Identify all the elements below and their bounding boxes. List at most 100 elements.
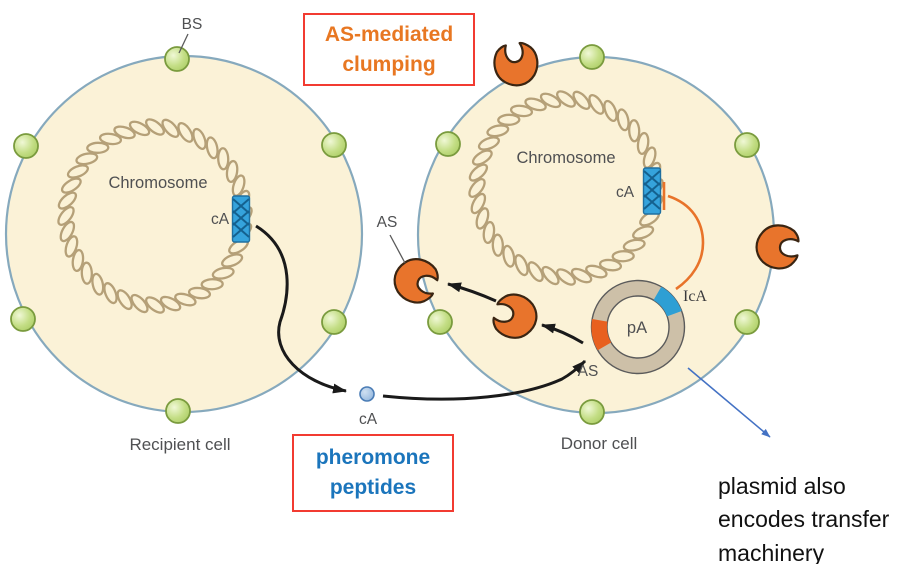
chromosome-rope-link bbox=[482, 220, 496, 245]
as-label-membrane: AS bbox=[377, 214, 398, 231]
bs-dot-icon bbox=[734, 309, 760, 335]
arrow-ca-to-plasmid-as bbox=[382, 359, 587, 401]
ca-gene-segment-recipient bbox=[231, 195, 251, 243]
chromosome-rope-link bbox=[64, 235, 79, 258]
bs-dot-icon bbox=[435, 131, 461, 157]
plasmid-note: plasmid also encodes transfer machinery bbox=[718, 470, 904, 564]
chromosome-rope-link bbox=[468, 178, 486, 198]
ca-label-donor: cA bbox=[616, 184, 635, 201]
chromosome-rope-link bbox=[221, 253, 244, 268]
chromosome-rope-link bbox=[86, 141, 110, 154]
bs-leader-line bbox=[178, 33, 189, 54]
as-mediated-clumping-callout: AS-mediated clumping bbox=[303, 13, 475, 86]
chromosome-rope-link bbox=[128, 120, 151, 137]
bs-dot-icon bbox=[165, 398, 191, 424]
bs-dot-icon bbox=[321, 309, 347, 335]
chromosome-rope-link bbox=[486, 124, 510, 138]
chromosome-rope-link bbox=[598, 258, 623, 272]
pheromone-peptides-callout: pheromone peptides bbox=[292, 434, 454, 512]
chromosome-rope-link bbox=[113, 125, 136, 140]
note-line: machinery bbox=[718, 539, 825, 564]
chromosome-rope-link bbox=[103, 282, 118, 305]
chromosome-rope-link bbox=[60, 177, 82, 194]
chromosome-rope-link bbox=[611, 250, 635, 263]
chromosome-rope-link bbox=[187, 286, 212, 300]
arrow-as-expression bbox=[541, 323, 584, 345]
chromosome-rope-link bbox=[628, 119, 641, 143]
chromosome-rope-link bbox=[145, 296, 165, 314]
as-label-plasmid: AS bbox=[578, 363, 599, 380]
chromosome-rope-link bbox=[211, 266, 235, 280]
chromosome-rope-link bbox=[622, 238, 646, 252]
chromosome-rope-link bbox=[192, 127, 207, 150]
plasmid-pa bbox=[590, 279, 686, 375]
callout-line: pheromone bbox=[315, 446, 431, 470]
chromosome-rope-link bbox=[159, 295, 182, 312]
chromosome-rope-link bbox=[636, 131, 650, 156]
chromosome-label-donor: Chromosome bbox=[516, 149, 615, 167]
as-leader-line bbox=[389, 234, 406, 264]
bs-dot-icon bbox=[579, 44, 605, 70]
plasmid-note-arrow bbox=[687, 367, 771, 438]
chromosome-rope-link bbox=[475, 207, 490, 230]
chromosome-rope-link bbox=[205, 136, 219, 160]
chromosome-rope-link bbox=[477, 136, 500, 151]
chromosome-rope-link bbox=[130, 293, 149, 314]
chromosome-rope-link bbox=[217, 147, 230, 171]
chromosome-rope-link bbox=[491, 233, 504, 257]
chromosome-rope-link bbox=[80, 261, 93, 285]
chromosome-rope-link bbox=[616, 108, 630, 132]
chromosome-rope-link bbox=[66, 164, 89, 179]
chromosome-rope-link bbox=[497, 113, 521, 126]
arrow-ca-secretion bbox=[255, 224, 347, 394]
ica-label: IcA bbox=[683, 288, 707, 305]
ca-gene-segment-donor bbox=[642, 167, 662, 215]
ica-gene-segment bbox=[653, 286, 682, 317]
callout-line: AS-mediated bbox=[324, 22, 454, 46]
ca-label-recipient: cA bbox=[211, 211, 230, 228]
recipient-cell-label: Recipient cell bbox=[129, 435, 230, 454]
chromosome-rope-link bbox=[527, 261, 544, 283]
chromosome-rope-link bbox=[177, 121, 194, 143]
bs-dot-icon bbox=[734, 132, 760, 158]
recipient-cell-membrane bbox=[4, 54, 364, 414]
chromosome-rope-link bbox=[59, 220, 76, 243]
chromosome-rope-link bbox=[471, 149, 493, 166]
callout-line: clumping bbox=[342, 52, 436, 76]
bs-dot-icon bbox=[579, 399, 605, 425]
chromosome-rope-link bbox=[539, 92, 562, 109]
chromosome-rope-link bbox=[603, 99, 618, 122]
ca-label-pheromone: cA bbox=[359, 411, 378, 428]
chromosome-rope-link bbox=[502, 244, 516, 268]
note-line: encodes transfer bbox=[718, 506, 890, 533]
chromosome-rope-link bbox=[57, 206, 75, 226]
chromosome-rope-link bbox=[570, 267, 593, 284]
bs-label: BS bbox=[182, 16, 203, 33]
chromosome-rope-link bbox=[75, 152, 99, 166]
recipient-bs-dots bbox=[10, 46, 347, 424]
chromosome-rope-link bbox=[524, 97, 547, 112]
chromosome-rope-link bbox=[514, 254, 529, 277]
donor-cell-label: Donor cell bbox=[561, 434, 638, 453]
chromosome-rope-link bbox=[225, 159, 239, 184]
bs-dot-icon bbox=[321, 132, 347, 158]
chromosome-rope-link bbox=[116, 289, 133, 311]
chromosome-rope-link bbox=[470, 192, 487, 215]
callout-line: peptides bbox=[329, 476, 417, 499]
chromosome-rope-link bbox=[556, 90, 576, 108]
chromosome-rope-link bbox=[200, 278, 224, 291]
chromosome-rope-link bbox=[572, 90, 591, 110]
chromosome-rope-link bbox=[98, 132, 123, 146]
note-line: plasmid also bbox=[718, 473, 846, 499]
chromosome-rope-link bbox=[585, 264, 608, 279]
bs-dot-icon bbox=[164, 46, 190, 72]
plasmid-inner-ring bbox=[606, 295, 670, 359]
inhibition-line bbox=[662, 182, 705, 291]
chromosome-rope-link bbox=[57, 191, 78, 210]
chromosome-label-recipient: Chromosome bbox=[108, 174, 207, 192]
chromosome-rope-link bbox=[509, 104, 534, 118]
ca-pheromone-dot bbox=[359, 386, 375, 402]
chromosome-rope-link bbox=[145, 118, 165, 136]
